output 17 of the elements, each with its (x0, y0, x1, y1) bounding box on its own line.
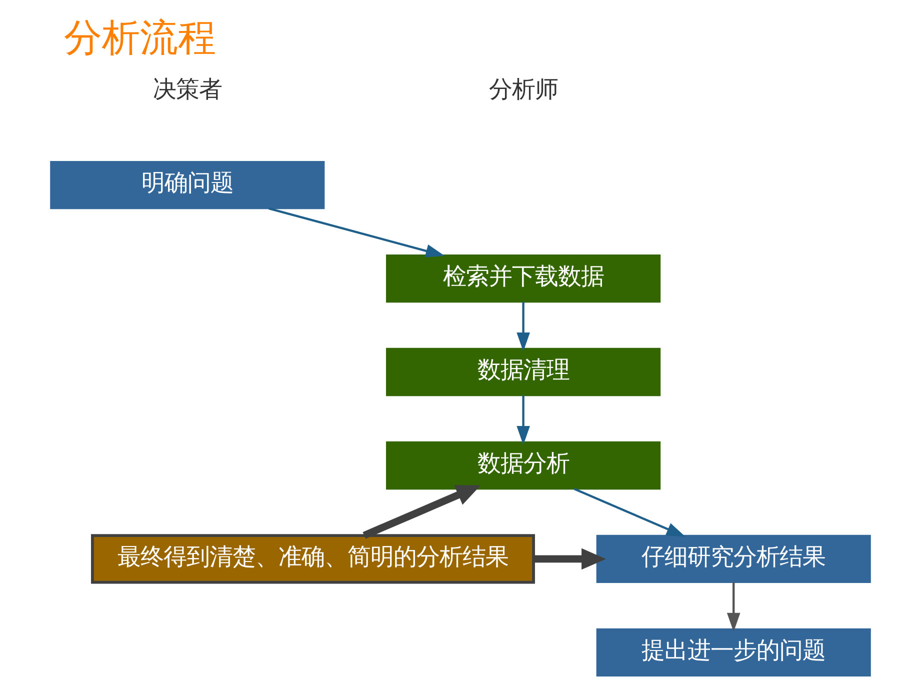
arrow (516, 395, 530, 445)
node-box: 最终得到清楚、准确、简明的分析结果 (90, 534, 534, 584)
node-box: 仔细研究分析结果 (596, 534, 870, 584)
node-box: 提出进一步的问题 (596, 628, 870, 677)
node-box: 检索并下载数据 (386, 254, 660, 303)
arrow (573, 488, 685, 537)
label: 分析师 (488, 75, 558, 104)
arrow (268, 207, 444, 258)
arrow (533, 548, 606, 570)
arrow (362, 485, 480, 539)
node-box: 数据分析 (386, 441, 660, 490)
arrow (516, 302, 530, 352)
arrow (726, 582, 740, 632)
diagram-title: 分析流程 (63, 15, 216, 60)
node-box: 数据清理 (386, 348, 660, 396)
node-box: 明确问题 (50, 160, 324, 210)
label: 决策者 (152, 75, 222, 104)
